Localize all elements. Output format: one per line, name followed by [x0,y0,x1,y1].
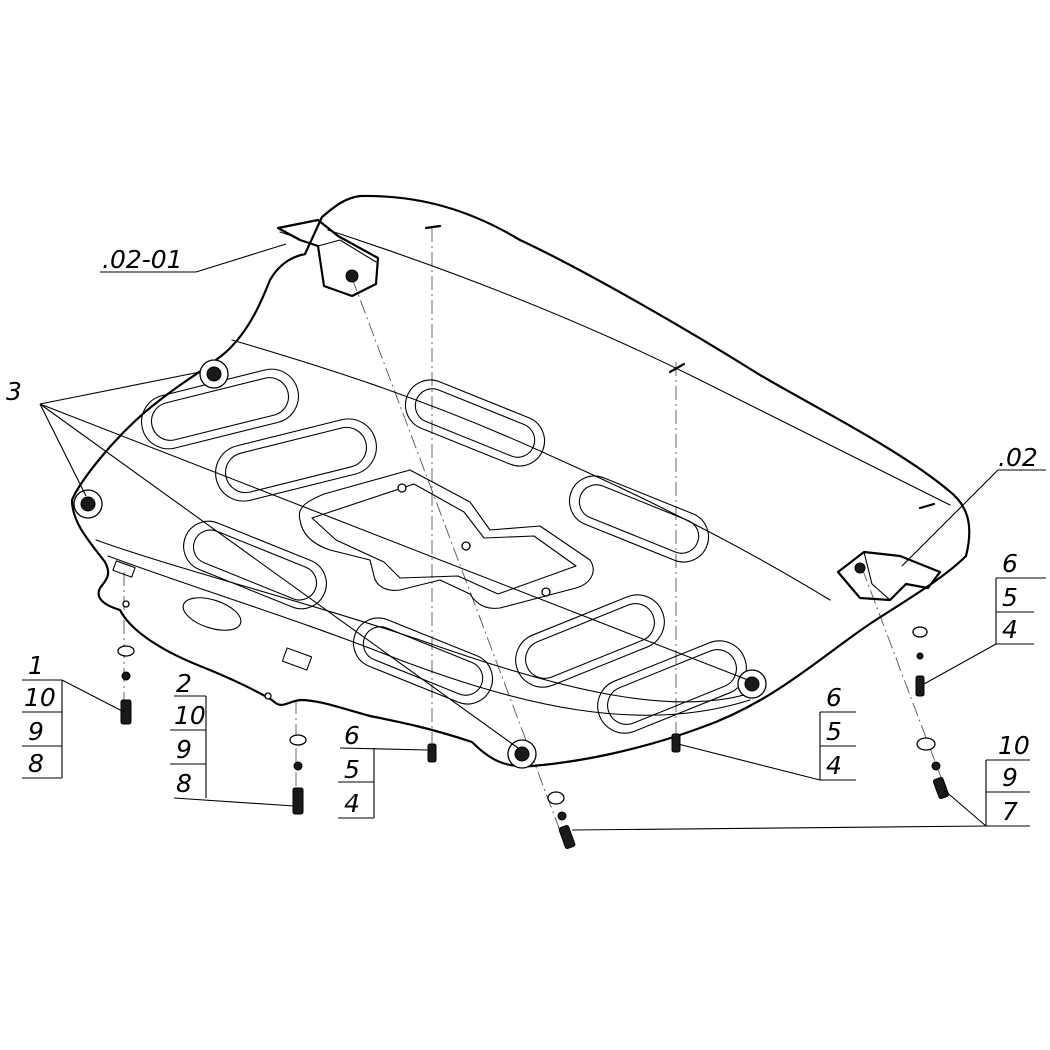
plate-outline [70,194,971,768]
label-sub-02-01: .02-01 [102,245,183,274]
callout-labels: .02-01 .02 3 1 10 9 8 2 10 9 8 6 5 4 6 5… [6,245,1038,826]
fold-line-upper [327,229,951,506]
leader-lines [22,243,1046,831]
label-left2-8: 8 [176,769,192,798]
label-right-top-4: 4 [1002,615,1018,644]
fasteners [117,626,950,849]
label-center-right-5: 5 [826,717,842,746]
fold-line-lower [95,539,761,703]
bracket-right [836,550,942,602]
label-sub-02: .02 [998,443,1038,472]
label-left-10: 10 [24,683,56,712]
fold-line-lower-2 [107,555,751,716]
label-center-5: 5 [344,755,360,784]
label-part-3: 3 [6,377,22,406]
label-right-bottom-9: 9 [1002,763,1018,792]
label-center-4: 4 [344,789,360,818]
bracket-left [276,218,380,298]
grommets [73,359,767,769]
label-left-1: 1 [28,651,44,680]
label-center-right-4: 4 [826,751,842,780]
label-left2-9: 9 [176,735,192,764]
label-center-6: 6 [344,721,360,750]
label-left2-2: 2 [176,669,192,698]
label-right-bottom-10: 10 [998,731,1030,760]
label-center-right-6: 6 [826,683,842,712]
fold-line-upper-2 [231,339,831,601]
label-right-bottom-7: 7 [1002,797,1018,826]
label-left-8: 8 [28,749,44,778]
slot-markers [112,224,936,700]
axis-lines [123,228,943,837]
label-right-top-6: 6 [1002,549,1018,578]
relief-ovals [141,368,747,734]
label-left-9: 9 [28,717,44,746]
skid-plate [70,194,971,768]
label-right-top-5: 5 [1002,583,1018,612]
label-left2-10: 10 [174,701,206,730]
